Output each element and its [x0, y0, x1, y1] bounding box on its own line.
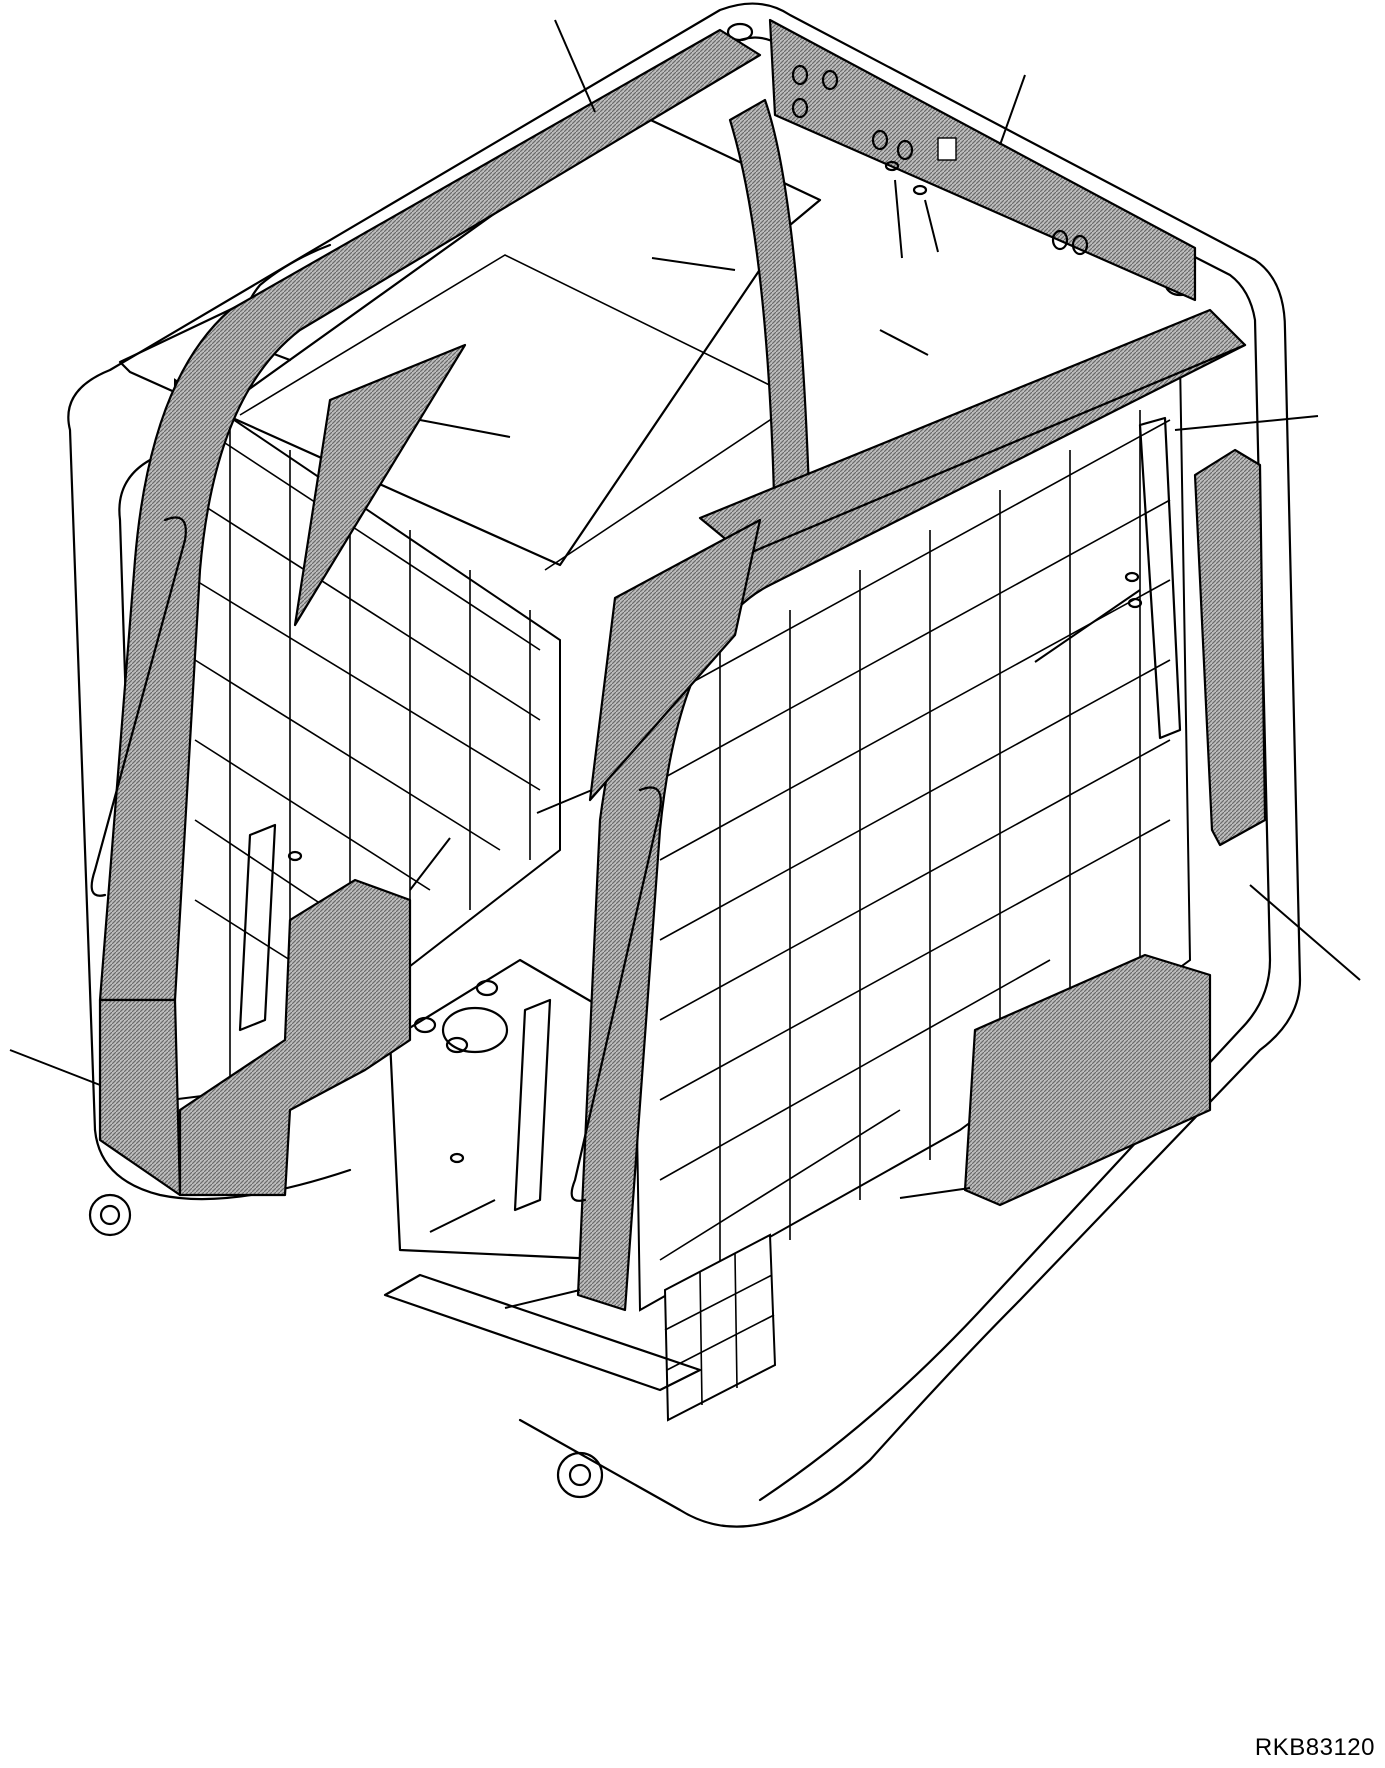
grab-handrails [90, 516, 662, 1202]
right-lower-block-pad [963, 953, 1212, 1207]
right-rear-block-pad [1193, 448, 1267, 847]
left-lower-c-pad [178, 878, 412, 1197]
drawing-number: RKB83120 [1254, 1734, 1375, 1761]
fastener-bolts [287, 160, 1143, 1164]
rear-header-plate [768, 18, 1197, 302]
mounting-brackets [238, 416, 1182, 1212]
left-front-pillar-pad [98, 28, 762, 1002]
left-corner-wedge-pad [293, 343, 467, 627]
left-pillar-lower-pad [98, 998, 182, 1197]
right-corner-wedge-pad [588, 518, 762, 802]
pivot-mounts [88, 1193, 604, 1499]
callout-leader-lines [9, 19, 1361, 1309]
rear-pillar-pad [728, 98, 812, 542]
roof-mount-bushing [726, 22, 754, 42]
